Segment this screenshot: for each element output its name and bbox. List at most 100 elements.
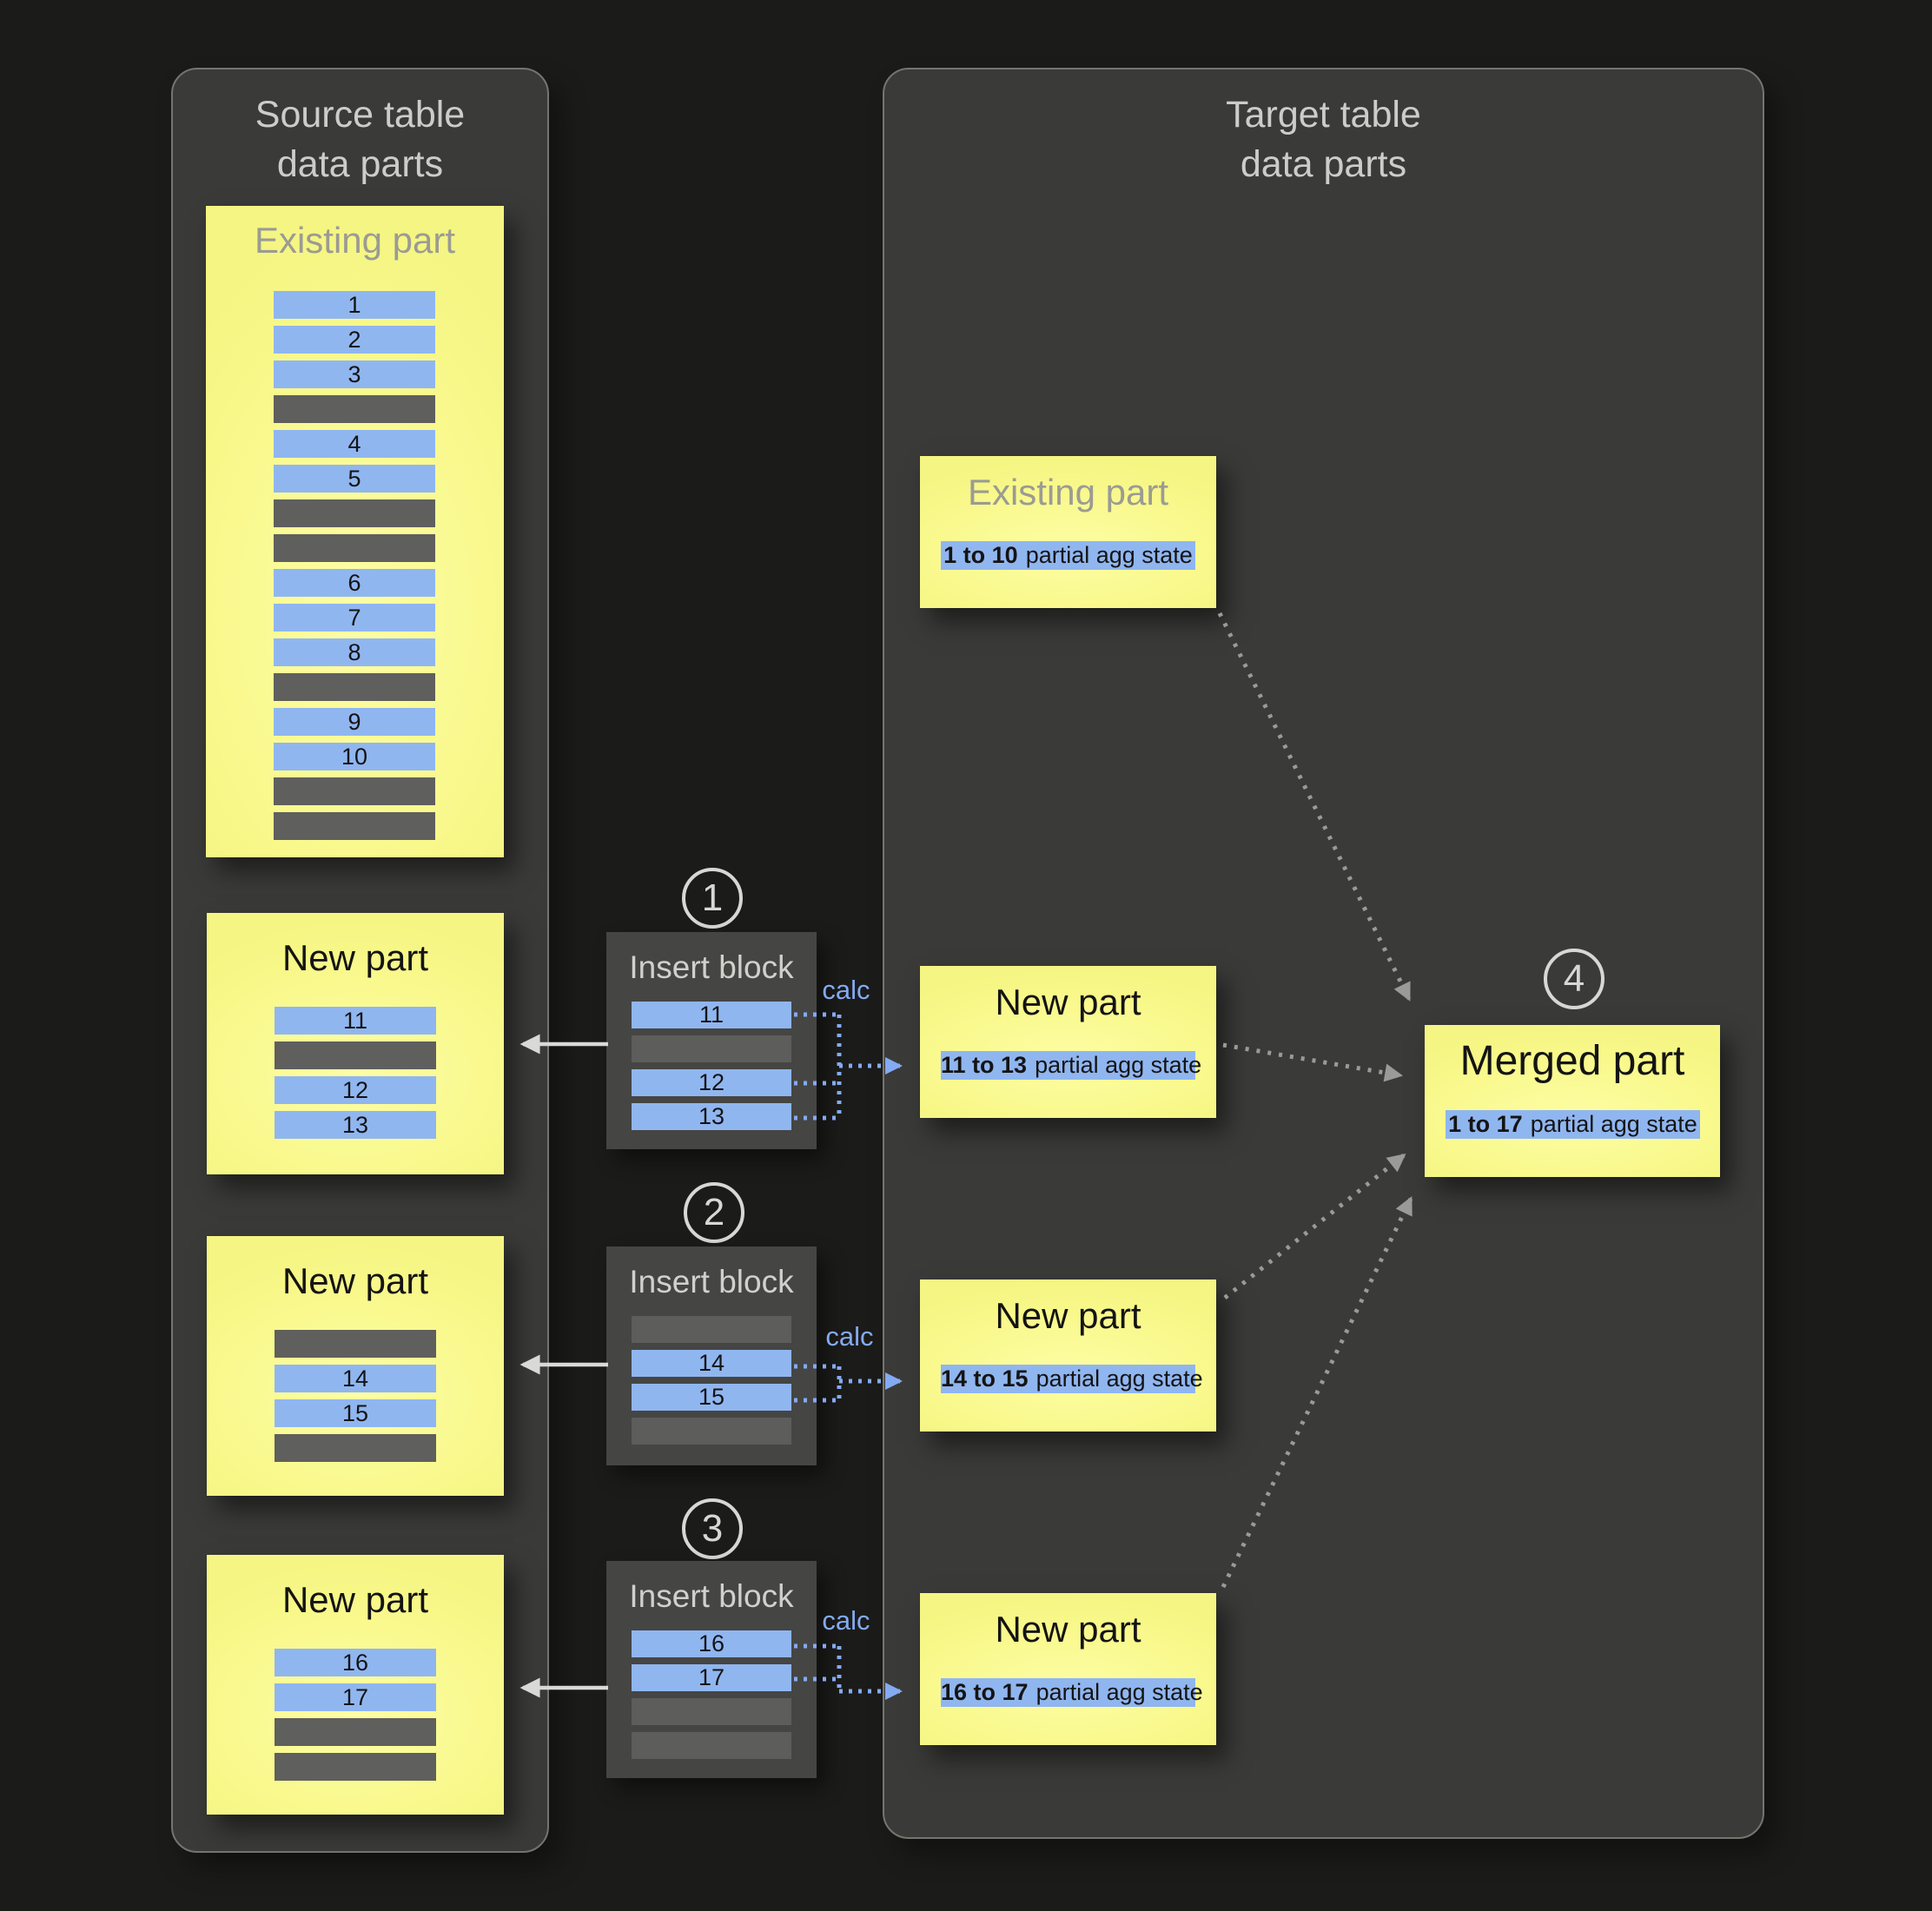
data-row: 14: [275, 1365, 436, 1392]
data-row: [275, 1434, 436, 1462]
data-row: 12: [632, 1069, 791, 1096]
data-row: [275, 1718, 436, 1746]
agg-state-bar: 1 to 17 partial agg state: [1446, 1110, 1700, 1139]
agg-text: partial agg state: [1035, 1679, 1203, 1705]
source-new-part-1: New part 11 12 13: [207, 913, 504, 1174]
data-row: [274, 499, 435, 527]
agg-text: partial agg state: [1035, 1365, 1203, 1392]
target-new-part-2-title: New part: [995, 1295, 1141, 1336]
target-panel-title-line2: data parts: [1240, 143, 1407, 185]
target-new-part-1-title: New part: [995, 982, 1141, 1022]
data-row: 9: [274, 708, 435, 736]
data-row: 2: [274, 326, 435, 354]
agg-range: 16 to 17: [941, 1679, 1029, 1705]
insert-block-2-rows: 14 15: [632, 1316, 791, 1445]
target-merged-part-title: Merged part: [1459, 1038, 1685, 1084]
calc-label-1: calc: [822, 975, 870, 1005]
source-new-part-3: New part 16 17: [207, 1555, 504, 1815]
agg-range: 14 to 15: [941, 1365, 1029, 1392]
data-row: 16: [275, 1649, 436, 1676]
data-row: 17: [632, 1664, 791, 1691]
source-panel-title-line2: data parts: [276, 143, 444, 185]
data-row: [632, 1035, 791, 1062]
insert-block-1: Insert block 11 12 13: [606, 932, 817, 1149]
data-row: [632, 1418, 791, 1445]
data-row: [274, 534, 435, 562]
source-panel-title-line1: Source table: [255, 94, 466, 136]
calc-label-3: calc: [822, 1605, 870, 1636]
step-3-badge: 3: [682, 1498, 743, 1559]
data-row: [275, 1041, 436, 1069]
data-row: [632, 1732, 791, 1759]
target-merged-part: Merged part 1 to 17 partial agg state: [1425, 1025, 1720, 1177]
source-existing-part: Existing part 1 2 3 4 5 6 7 8 9 10: [206, 206, 504, 857]
agg-text: partial agg state: [1530, 1111, 1697, 1137]
data-row: [274, 395, 435, 423]
data-row: 15: [632, 1384, 791, 1411]
data-row: 13: [275, 1111, 436, 1139]
agg-range: 11 to 13: [941, 1052, 1028, 1078]
data-row: [632, 1698, 791, 1725]
data-row: [274, 812, 435, 840]
agg-range: 1 to 10: [943, 542, 1018, 568]
insert-block-3-title: Insert block: [629, 1578, 794, 1614]
data-row: [275, 1753, 436, 1781]
data-row: [274, 777, 435, 805]
insert-block-1-rows: 11 12 13: [632, 1002, 791, 1130]
source-new-part-1-rows: 11 12 13: [275, 1007, 436, 1139]
source-new-part-3-title: New part: [281, 1579, 429, 1620]
data-row: 16: [632, 1630, 791, 1657]
step-4-badge: 4: [1544, 949, 1604, 1009]
data-row: 14: [632, 1350, 791, 1377]
source-existing-part-title: Existing part: [254, 220, 456, 261]
data-row: 5: [274, 465, 435, 493]
agg-range: 1 to 17: [1448, 1111, 1523, 1137]
data-row: 3: [274, 360, 435, 388]
source-new-part-2: New part 14 15: [207, 1236, 504, 1496]
insert-block-1-title: Insert block: [629, 949, 794, 985]
agg-state-bar: 11 to 13 partial agg state: [941, 1051, 1201, 1080]
insert-block-2-title: Insert block: [629, 1264, 794, 1299]
data-row: 15: [275, 1399, 436, 1427]
source-new-part-2-title: New part: [281, 1260, 429, 1301]
source-new-part-3-rows: 16 17: [275, 1649, 436, 1781]
data-row: 4: [274, 430, 435, 458]
target-new-part-3-title: New part: [995, 1609, 1141, 1650]
data-row: 11: [632, 1002, 791, 1028]
data-row: 1: [274, 291, 435, 319]
insert-block-2: Insert block 14 15: [606, 1246, 817, 1465]
agg-state-bar: 1 to 10 partial agg state: [941, 541, 1195, 570]
data-row: [274, 673, 435, 701]
data-row: 7: [274, 604, 435, 631]
data-row: 17: [275, 1683, 436, 1711]
data-row: 13: [632, 1103, 791, 1130]
target-existing-part: Existing part 1 to 10 partial agg state: [920, 456, 1216, 608]
calc-label-2: calc: [825, 1321, 874, 1352]
target-new-part-1: New part 11 to 13 partial agg state: [920, 966, 1216, 1118]
data-row: 11: [275, 1007, 436, 1035]
source-existing-part-rows: 1 2 3 4 5 6 7 8 9 10: [274, 291, 435, 840]
agg-text: partial agg state: [1025, 542, 1193, 568]
insert-block-3: Insert block 16 17: [606, 1561, 817, 1778]
data-row: 8: [274, 638, 435, 666]
target-existing-part-title: Existing part: [967, 472, 1169, 512]
source-panel-title: Source table data parts: [173, 90, 547, 189]
data-row: [275, 1330, 436, 1358]
target-table-panel: Target table data parts: [883, 68, 1764, 1839]
source-new-part-1-title: New part: [281, 937, 429, 978]
source-new-part-2-rows: 14 15: [275, 1330, 436, 1462]
step-1-badge: 1: [682, 868, 743, 929]
target-panel-title-line1: Target table: [1226, 94, 1421, 136]
step-2-badge: 2: [684, 1182, 744, 1243]
data-row: 6: [274, 569, 435, 597]
target-panel-title: Target table data parts: [884, 90, 1763, 189]
data-row: 10: [274, 743, 435, 770]
agg-text: partial agg state: [1035, 1052, 1202, 1078]
data-row: [632, 1316, 791, 1343]
data-row: 12: [275, 1076, 436, 1104]
